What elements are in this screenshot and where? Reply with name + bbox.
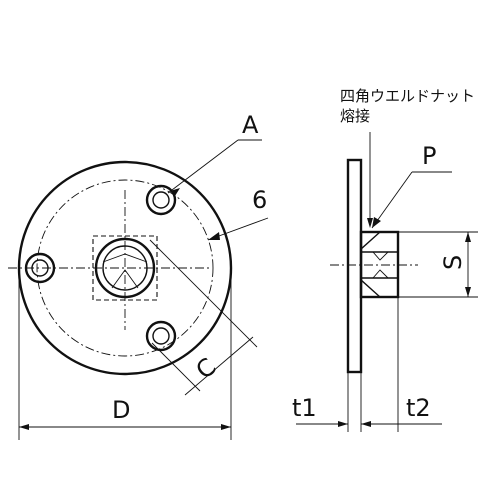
c-ext-line-1 (149, 239, 258, 348)
leader-a-arrow (170, 188, 180, 196)
c-dim-line (184, 336, 254, 396)
bolt-hole-upper-inner (152, 191, 170, 209)
label-d: D (112, 396, 130, 424)
bolt-hole-lower-inner (152, 327, 170, 345)
label-a: A (242, 111, 259, 139)
side-view: S P 四角ウエルドナット 熔接 t1 t2 (292, 87, 478, 432)
center-hole-outer (94, 237, 156, 299)
bolt-hole-left (24, 252, 56, 284)
side-plate (346, 158, 363, 374)
leader-p-arrow (372, 217, 381, 228)
center-hole-hex-mark (102, 253, 148, 263)
leader-six-arrow (208, 232, 220, 240)
nut-chamfer-bottom (372, 269, 389, 279)
bolt-hole-upper (145, 184, 177, 216)
weld-bead-top (360, 231, 382, 251)
label-t1: t1 (292, 394, 317, 422)
nut-chamfer-top (372, 251, 389, 261)
c-ext-line-2 (151, 342, 201, 392)
t2-arrow (361, 421, 371, 427)
d-arrow-left (19, 424, 29, 430)
d-arrow-right (221, 424, 231, 430)
label-six: 6 (252, 186, 267, 214)
center-hole-hex-mark-2 (111, 269, 139, 289)
weld-bead-bottom (360, 278, 382, 298)
front-view: A 6 C D (8, 111, 269, 440)
center-hole-inner (102, 245, 148, 291)
side-weld-nut (359, 230, 400, 299)
s-arrow-top (465, 232, 471, 242)
note-line2: 熔接 (340, 107, 370, 125)
weld-nut-hidden-square (92, 235, 158, 301)
label-t2: t2 (406, 394, 431, 422)
leader-note-arrow (367, 218, 373, 228)
bolt-hole-lower (145, 320, 177, 352)
s-arrow-bottom (465, 287, 471, 297)
leader-p (371, 171, 413, 229)
label-p: P (422, 142, 436, 170)
leader-a (167, 139, 239, 194)
note-line1: 四角ウエルドナット (340, 87, 475, 105)
label-c: C (191, 352, 222, 384)
bolt-hole-left-inner (31, 259, 49, 277)
label-s: S (439, 255, 467, 270)
t1-arrow (338, 421, 348, 427)
